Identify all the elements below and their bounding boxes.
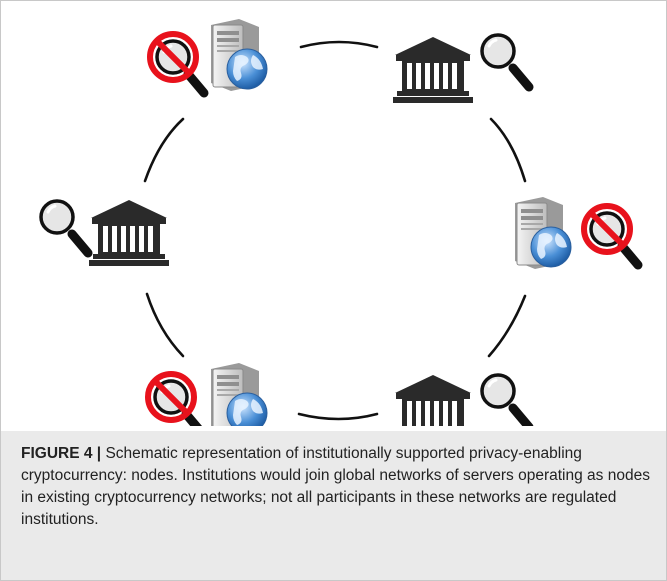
no-magnifier-icon <box>584 206 638 265</box>
node-left <box>41 200 169 266</box>
connection-upper-left <box>143 117 185 183</box>
node-network-diagram <box>1 18 666 426</box>
node-bottom-right <box>393 375 529 426</box>
institution-building-icon <box>89 200 169 266</box>
magnifier-icon <box>482 35 529 87</box>
connection-top <box>299 40 379 49</box>
institution-building-icon <box>393 375 473 426</box>
magnifier-icon <box>41 201 88 253</box>
node-top-left <box>150 18 268 93</box>
connection-lower-left <box>145 292 185 358</box>
server-globe-icon <box>514 196 572 270</box>
caption-background <box>1 431 666 580</box>
connection-lower-right <box>487 294 527 358</box>
connection-ring <box>143 40 527 421</box>
figure-label: FIGURE 4 | <box>21 445 102 462</box>
caption-text: Schematic representation of institutiona… <box>21 445 650 528</box>
server-globe-icon <box>210 362 268 426</box>
no-magnifier-icon <box>150 34 204 93</box>
institution-building-icon <box>393 37 473 103</box>
node-top-right <box>393 35 529 103</box>
node-bottom-left <box>148 362 268 426</box>
no-magnifier-icon <box>148 374 202 426</box>
figure-caption: FIGURE 4 | Schematic representation of i… <box>21 443 651 531</box>
connection-bottom <box>297 412 379 421</box>
node-right <box>514 196 638 270</box>
magnifier-icon <box>482 375 529 426</box>
connection-upper-right <box>489 117 527 183</box>
server-globe-icon <box>210 18 268 92</box>
